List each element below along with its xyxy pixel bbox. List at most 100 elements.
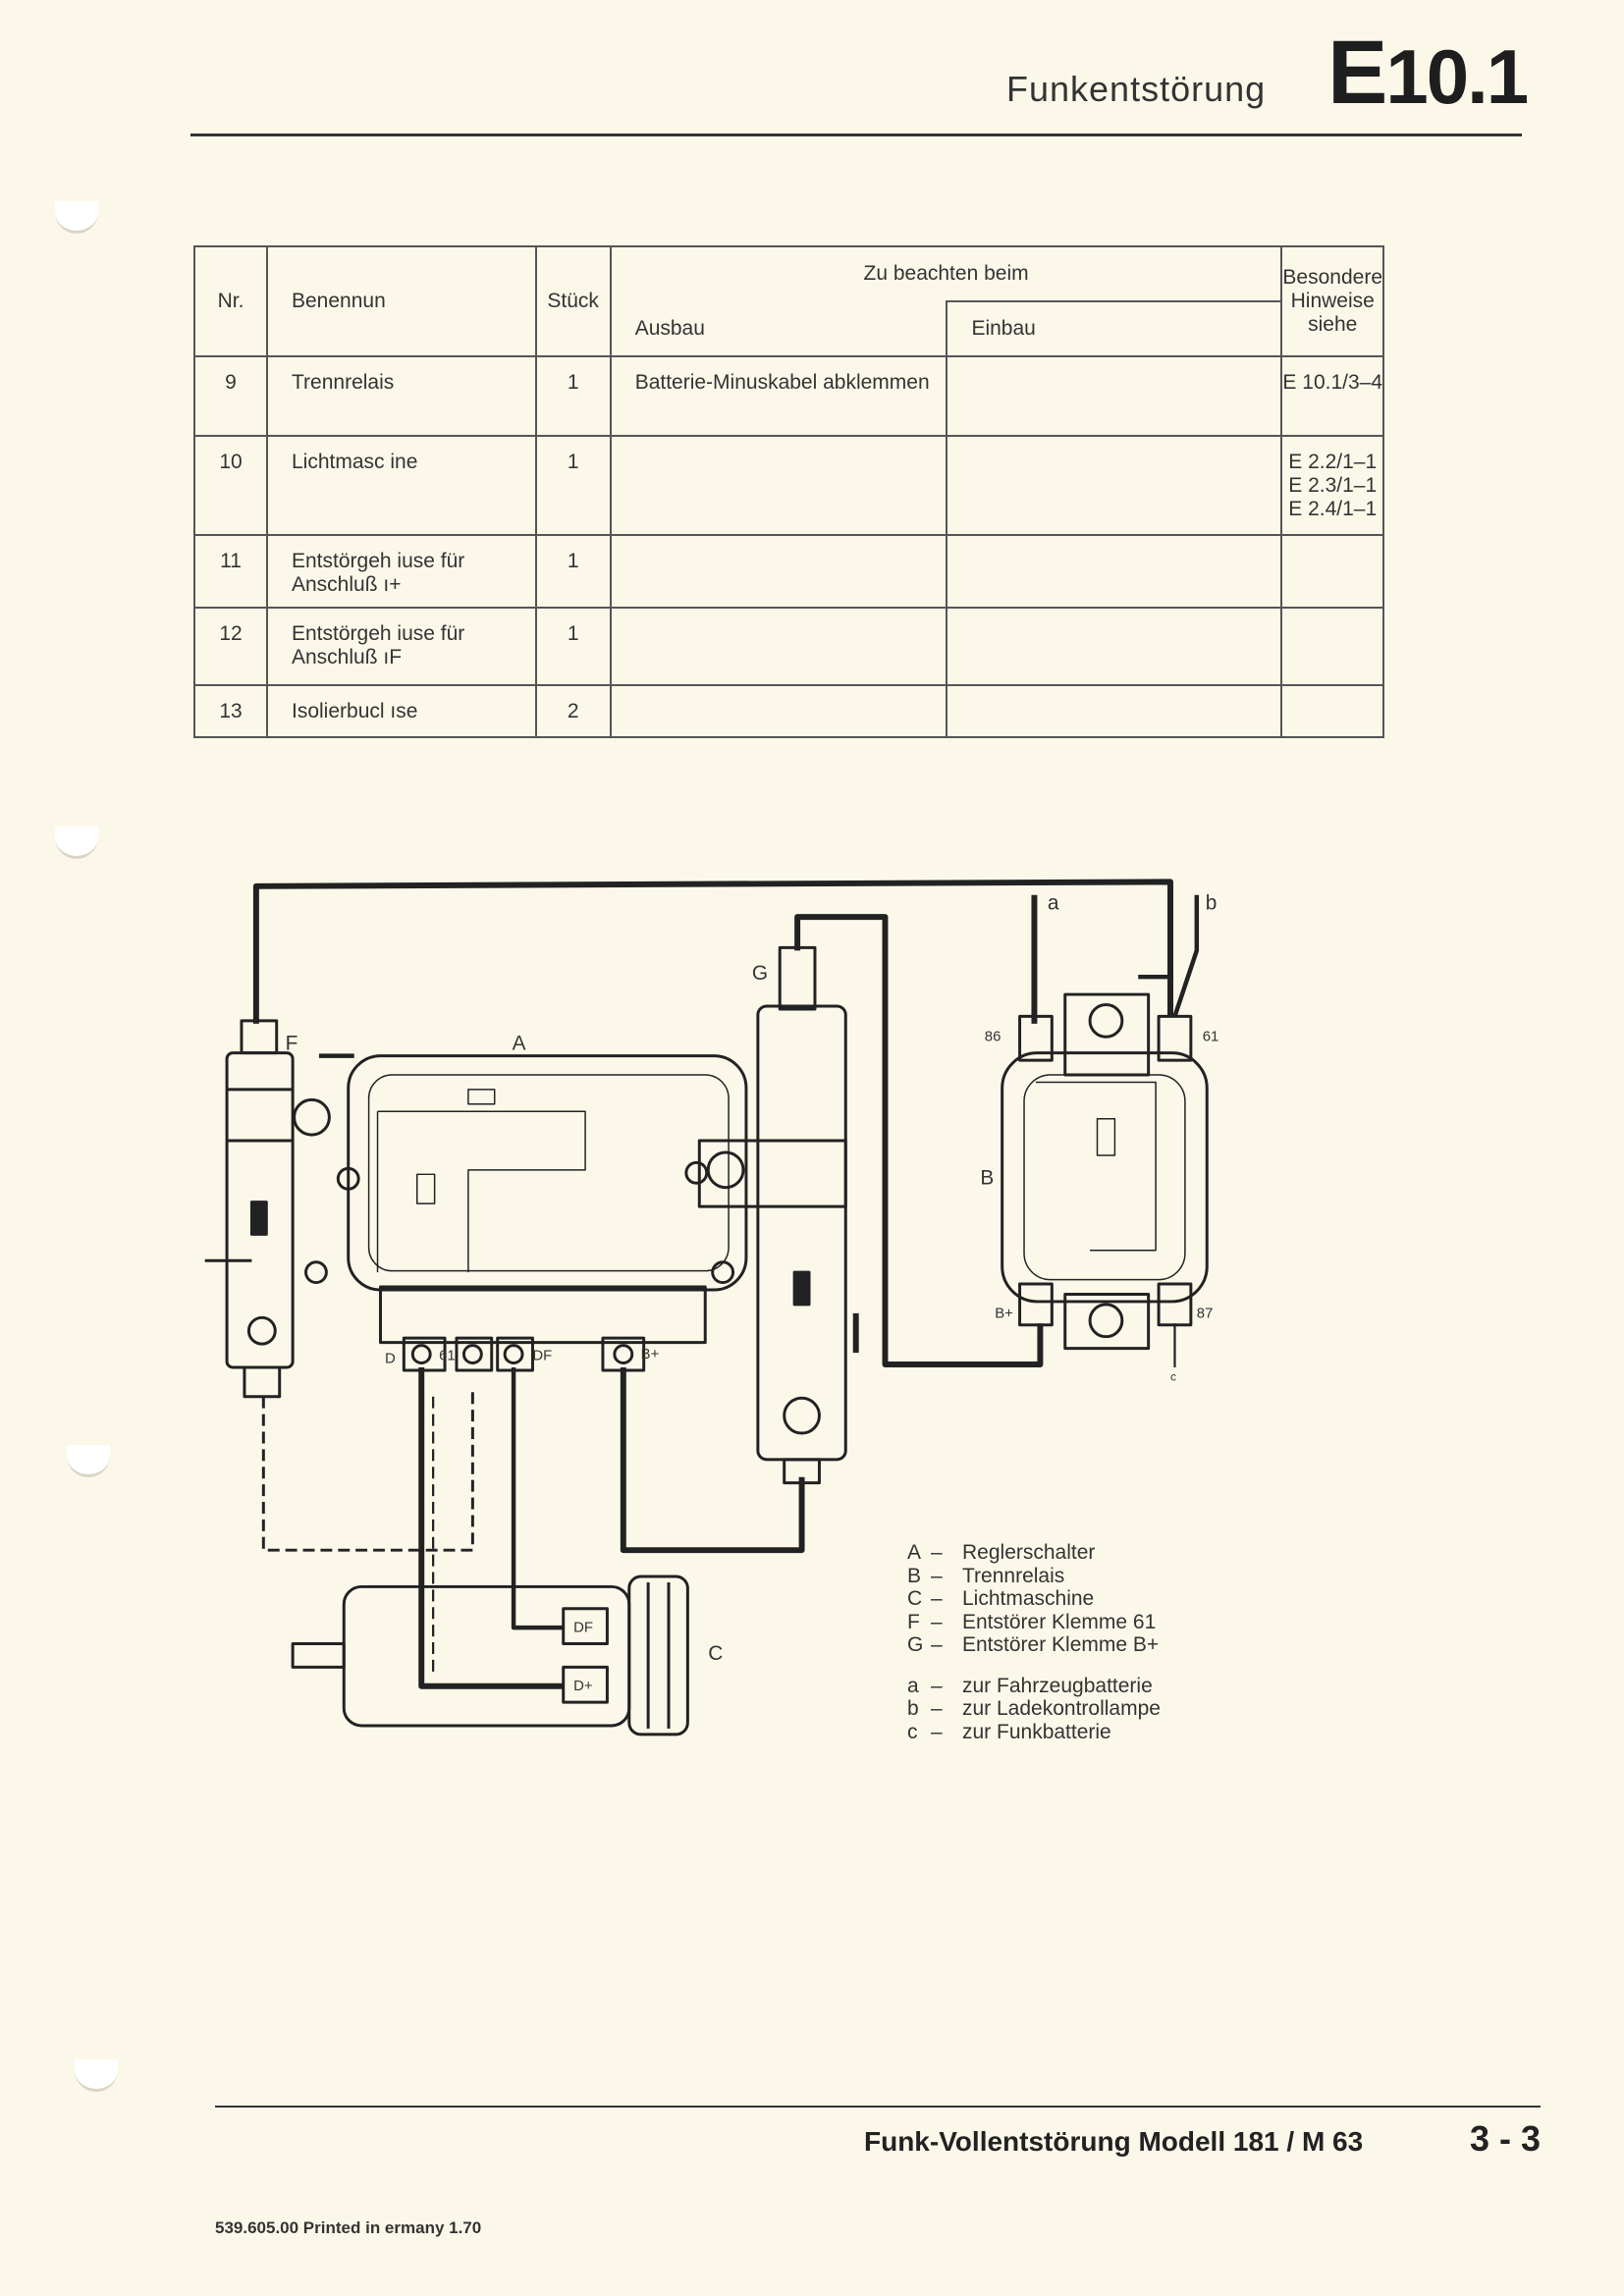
legend-item: b–zur Ladekontrollampe: [907, 1697, 1161, 1721]
cell-removal: [609, 534, 948, 609]
page-number: 3 - 3: [1470, 2118, 1542, 2159]
cell-removal: [609, 684, 948, 738]
cell-qty: 1: [534, 607, 612, 686]
label-f: F: [286, 1033, 298, 1055]
cell-nr: 9: [193, 355, 268, 437]
label-a-small: a: [1048, 892, 1059, 915]
cell-qty: 2: [534, 684, 612, 738]
wire-bplus: [620, 1366, 805, 1554]
print-info: 539.605.00 Printed in ermany 1.70: [215, 2218, 482, 2237]
label-b-small: b: [1206, 892, 1218, 915]
wire-g-relay: [794, 914, 1044, 1367]
cell-notes: [1280, 534, 1384, 609]
wire-b: [1172, 894, 1200, 1018]
legend-key: b: [907, 1697, 919, 1720]
col-removal: Ausbau: [609, 301, 948, 357]
legend-dash: –: [931, 1674, 943, 1697]
label-reg-61: 61: [439, 1349, 456, 1364]
col-name: Benennun: [266, 245, 537, 357]
legend-item: C–Lichtmaschine: [907, 1587, 1161, 1611]
cell-install: [946, 607, 1283, 686]
legend-item: F–Entstörer Klemme 61: [907, 1611, 1161, 1634]
footer-title: Funk-Vollentstörung Modell 181 / M 63: [864, 2126, 1364, 2157]
cell-install: [946, 435, 1283, 536]
cell-name: Entstörgeh iuse für Anschluß ı+: [266, 534, 537, 609]
legend-dash: –: [931, 1610, 943, 1633]
table-row: 10 Lichtmasc ine 1 E 2.2/1–1 E 2.3/1–1 E…: [193, 435, 1384, 536]
suppressor-f: [204, 1019, 295, 1399]
label-a: A: [513, 1033, 526, 1055]
legend-key: G: [907, 1633, 924, 1656]
cell-nr: 12: [193, 607, 268, 686]
legend-dash: –: [931, 1587, 943, 1610]
legend-item: G–Entstörer Klemme B+: [907, 1633, 1161, 1657]
table-row: 9 Trennrelais 1 Batterie-Minuskabel abkl…: [193, 355, 1384, 437]
legend-item: B–Trennrelais: [907, 1565, 1161, 1588]
col-group: Zu beachten beim: [609, 245, 1283, 301]
label-gen-df: DF: [573, 1621, 593, 1636]
section-code: E10.1: [1327, 22, 1529, 125]
cell-removal: [609, 607, 948, 686]
legend: A–Reglerschalter B–Trennrelais C–Lichtma…: [907, 1541, 1161, 1743]
legend-item: a–zur Fahrzeugbatterie: [907, 1675, 1161, 1698]
cell-name: Entstörgeh iuse für Anschluß ıF: [266, 607, 537, 686]
parts-table: Nr. Benennun Stück Zu beachten beim Beso…: [193, 245, 1384, 738]
label-c: C: [708, 1642, 723, 1665]
legend-dash: –: [931, 1720, 943, 1743]
cell-removal: [609, 435, 948, 536]
cell-name: Isolierbucl ıse: [266, 684, 537, 738]
wire-battery-main: [252, 879, 1173, 1024]
section-letter: E: [1327, 23, 1387, 123]
legend-dash: –: [931, 1633, 943, 1656]
wire-df: [511, 1366, 564, 1630]
label-reg-df: DF: [532, 1349, 552, 1364]
suppressor-g: [697, 945, 859, 1485]
wire-dplus: [418, 1366, 564, 1689]
cell-notes: [1280, 684, 1384, 738]
col-nr: Nr.: [193, 245, 268, 357]
col-notes: Besondere Hinweise siehe: [1280, 245, 1384, 357]
regulator-a: [293, 1053, 748, 1372]
legend-key: B: [907, 1564, 922, 1587]
label-reg-d: D: [385, 1352, 396, 1367]
page-title: Funkentstörung: [1006, 69, 1267, 109]
header-rule: [190, 133, 1522, 136]
cell-nr: 10: [193, 435, 268, 536]
cell-nr: 11: [193, 534, 268, 609]
legend-key: A: [907, 1541, 922, 1564]
footer-rule: [215, 2106, 1541, 2108]
legend-dash: –: [931, 1564, 943, 1587]
cell-install: [946, 684, 1283, 738]
generator-c: [291, 1575, 689, 1736]
label-reg-bplus: B+: [641, 1347, 660, 1362]
legend-key: F: [907, 1610, 920, 1633]
cell-notes: [1280, 607, 1384, 686]
table-row: 11 Entstörgeh iuse für Anschluß ı+ 1: [193, 534, 1384, 609]
legend-dash: –: [931, 1697, 943, 1720]
legend-text: Entstörer Klemme B+: [962, 1633, 1160, 1656]
cell-name: Lichtmasc ine: [266, 435, 537, 536]
cell-name: Trennrelais: [266, 355, 537, 437]
legend-text: zur Ladekontrollampe: [962, 1697, 1161, 1720]
cell-install: [946, 534, 1283, 609]
wire-61-dashed: [261, 1389, 474, 1552]
legend-item: A–Reglerschalter: [907, 1541, 1161, 1565]
cell-qty: 1: [534, 355, 612, 437]
legend-item: c–zur Funkbatterie: [907, 1721, 1161, 1744]
table-header-row: Nr. Benennun Stück Zu beachten beim Beso…: [193, 245, 1384, 357]
legend-text: zur Fahrzeugbatterie: [962, 1674, 1153, 1697]
label-87: 87: [1197, 1306, 1214, 1321]
section-number: 10.1: [1385, 33, 1529, 120]
col-install: Einbau: [946, 300, 1283, 357]
cell-qty: 1: [534, 534, 612, 609]
cell-removal: Batterie-Minuskabel abklemmen: [609, 355, 948, 437]
cell-notes: E 2.2/1–1 E 2.3/1–1 E 2.4/1–1: [1280, 435, 1384, 536]
legend-key: a: [907, 1674, 919, 1697]
col-qty: Stück: [534, 245, 612, 357]
cell-install: [946, 355, 1283, 437]
legend-key: c: [907, 1720, 918, 1743]
legend-text: Lichtmaschine: [962, 1587, 1095, 1610]
legend-text: Trennrelais: [962, 1564, 1065, 1587]
label-relay-bplus: B+: [995, 1306, 1013, 1321]
